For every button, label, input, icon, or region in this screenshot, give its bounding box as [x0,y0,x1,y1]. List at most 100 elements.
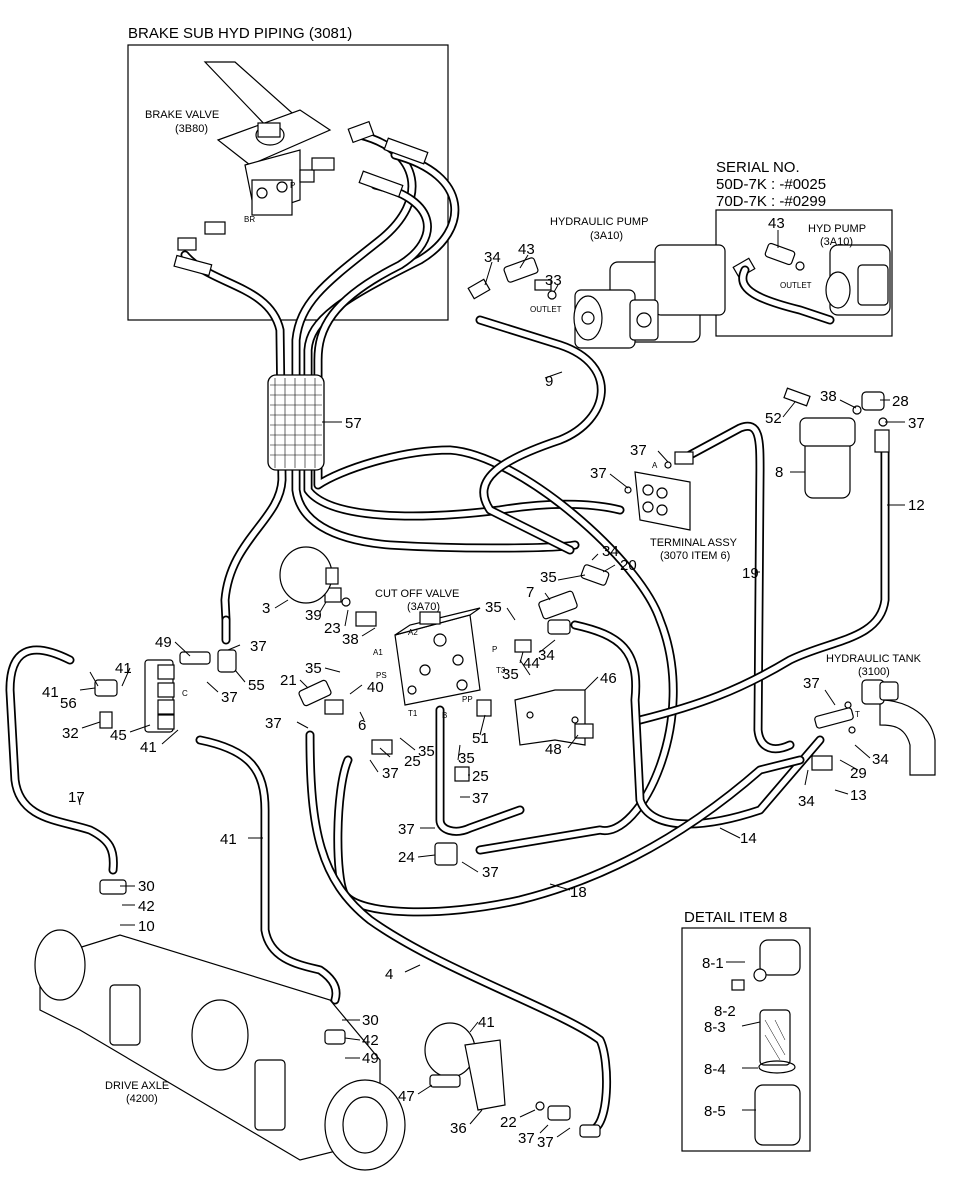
return-filter [783,387,890,499]
callout-6: 6 [358,717,366,734]
port-ps: PS [376,671,387,680]
inset-pump-label: HYD PUMP [808,223,866,235]
hose-13 [572,622,823,827]
detail-item8-frame [681,927,811,1152]
callout-36: 22 [500,1114,517,1131]
cutoff-code: (3A70) [407,601,440,613]
callout-25-right: 25 [472,768,489,785]
callout-51: 51 [472,730,489,747]
serial-heading: SERIAL NO. [716,159,800,176]
port-a2: A2 [408,628,418,637]
callout-30-17: 42 [362,1032,379,1049]
callout-41-17: 30 [362,1012,379,1029]
callout-52: 52 [765,410,782,427]
callout-35-t1: 35 [418,743,435,760]
brake-valve [203,61,332,216]
callout-42-17: 49 [362,1050,379,1067]
detail-8-2: 8-2 [714,1003,736,1020]
drive-axle [34,879,406,1171]
callout-47: 36 [450,1120,467,1137]
callout-34-term: 34 [602,543,619,560]
manifold-45 [94,649,237,733]
serial-70d: 70D-7K : -#0299 [716,193,826,210]
tank-code: (3100) [858,666,890,678]
callout-29: 29 [850,765,867,782]
callout-leaders [77,230,905,1138]
detail-callouts: 8-1 8-2 8-3 8-4 8-5 [702,955,736,1120]
detail-8-1: 8-1 [702,955,724,972]
callout-32: 32 [62,725,79,742]
callout-49-manifold: 49 [155,634,172,651]
port-t: T [855,710,860,719]
callout-40: 40 [367,679,384,696]
callout-24: 24 [398,849,415,866]
inset-pump [732,242,891,325]
bracket-46 [514,689,586,746]
hose-9 [477,317,604,553]
callout-35-t3: 35 [502,666,519,683]
callout-8: 8 [775,464,783,481]
callout-38-filter: 38 [820,388,837,405]
callout-34-tank: 34 [798,793,815,810]
port-a1: A1 [373,648,383,657]
port-p-brake: P [290,181,295,190]
tank-label: HYDRAULIC TANK [826,653,922,665]
callout-20: 20 [620,557,637,574]
callout-41-bottom: 41 [140,739,157,756]
callout-35-top: 35 [540,569,557,586]
pump-code: (3A10) [590,230,623,242]
callout-7: 7 [526,584,534,601]
port-p: P [492,645,497,654]
callout-35-a1: 35 [305,660,322,677]
callout-38-cut: 38 [342,631,359,648]
callout-37-term: 37 [590,465,607,482]
callout-49-acc: 47 [398,1088,415,1105]
terminal-code: (3070 ITEM 6) [660,550,730,562]
callout-4: 41 [478,1014,495,1031]
callout-19: 19 [742,565,759,582]
hose-12 [637,437,888,723]
cut-off-valve [394,607,481,706]
hose-10 [307,732,610,1133]
callout-43-pump: 43 [518,241,535,258]
callout-56: 56 [60,695,77,712]
callout-39: 39 [305,607,322,624]
callout-10: 4 [385,966,393,983]
cutoff-label: CUT OFF VALVE [375,588,459,600]
protective-sleeve [267,374,325,471]
callout-17: 41 [220,831,237,848]
hose-17 [197,737,339,1003]
hydraulic-pump [573,244,726,349]
callout-37-term-a: 37 [630,442,647,459]
callout-37-21: 37 [265,715,282,732]
accumulator-4 [424,1022,601,1138]
port-t3: T3 [496,666,506,675]
callout-35-pp: 35 [458,750,475,767]
cutoff-fittings [298,564,610,866]
port-pp: PP [462,695,473,704]
inset-outlet-label: OUTLET [780,281,812,290]
callout-30-axle: 42 [138,898,155,915]
terminal-assembly [624,451,694,531]
brake-fittings [173,120,429,277]
callout-45: 45 [110,727,127,744]
port-c: C [182,689,188,698]
callout-37-tank: 37 [803,675,820,692]
callout-44: 44 [523,655,540,672]
callout-9: 9 [545,373,553,390]
callout-18: 17 [68,789,85,806]
pump-fittings [467,257,557,300]
callout-55: 55 [248,677,265,694]
callout-23: 23 [324,620,341,637]
callout-37-bottom: 37 [537,1134,554,1151]
callout-14: 18 [570,884,587,901]
callout-37-55: 37 [250,638,267,655]
hose-19 [687,423,793,752]
pump-outlet-label: OUTLET [530,305,562,314]
axle-label: DRIVE AXLE [105,1080,169,1092]
hose-14 [335,757,803,915]
serial-50d: 50D-7K : -#0025 [716,176,826,193]
callout-34-cut: 34 [538,647,555,664]
callout-37-25: 37 [382,765,399,782]
hose-18 [7,647,117,873]
